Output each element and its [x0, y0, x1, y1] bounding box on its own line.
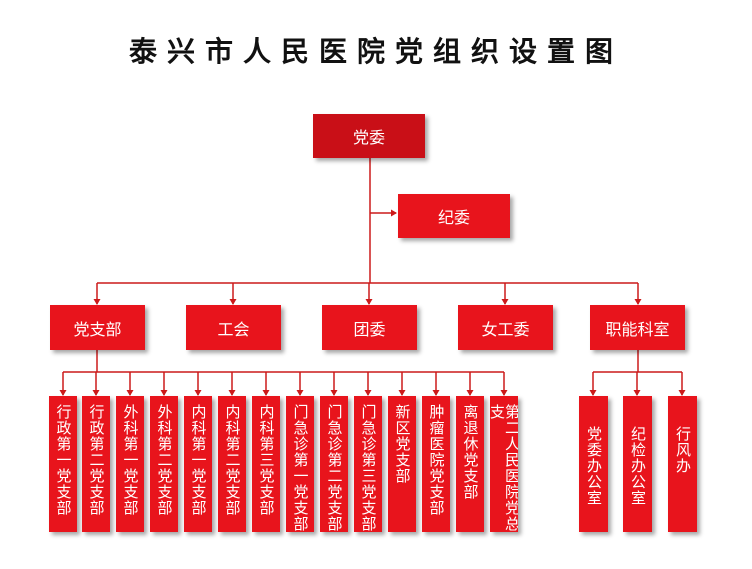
- branch-arrow: [126, 390, 134, 396]
- branch-box: 内科第一党支部: [184, 396, 212, 532]
- level2-arrow: [229, 299, 237, 305]
- office-box: 行风办: [668, 396, 697, 532]
- office-box: 纪检办公室: [623, 396, 652, 532]
- level2-arrow: [93, 299, 101, 305]
- branch-arrow: [432, 390, 440, 396]
- level2-trade-union-box: 工会: [186, 305, 281, 350]
- branch-arrow: [500, 390, 508, 396]
- level2-party-branch-box: 党支部: [50, 305, 145, 350]
- office-box: 党委办公室: [579, 396, 608, 532]
- branch-box: 肿瘤医院党支部: [422, 396, 450, 532]
- branch-arrow: [92, 390, 100, 396]
- branch-box: 第二人民医院党总支: [490, 396, 518, 532]
- branch-arrow: [364, 390, 372, 396]
- branch-box: 行政第二党支部: [82, 396, 110, 532]
- level2-women-committee-box: 女工委: [458, 305, 553, 350]
- branch-box: 离退休党支部: [456, 396, 484, 532]
- party-committee-box: 党委: [313, 114, 425, 158]
- discipline-arrow: [391, 209, 397, 217]
- branch-arrow: [330, 390, 338, 396]
- branch-arrow: [296, 390, 304, 396]
- branch-arrow: [59, 390, 67, 396]
- branch-arrow: [262, 390, 270, 396]
- level2-arrow: [501, 299, 509, 305]
- branch-box: 新区党支部: [388, 396, 416, 532]
- branch-box: 行政第一党支部: [49, 396, 77, 532]
- branch-box: 外科第一党支部: [116, 396, 144, 532]
- branch-box: 内科第三党支部: [252, 396, 280, 532]
- branch-arrow: [228, 390, 236, 396]
- office-arrow: [633, 390, 641, 396]
- branch-arrow: [398, 390, 406, 396]
- office-arrow: [678, 390, 686, 396]
- level2-youth-league-box: 团委: [322, 305, 417, 350]
- branch-arrow: [466, 390, 474, 396]
- branch-box: 门急诊第三党支部: [354, 396, 382, 532]
- level2-functional-depts-box: 职能科室: [590, 305, 685, 350]
- branch-arrow: [160, 390, 168, 396]
- level2-arrow: [634, 299, 642, 305]
- chart-title: 泰兴市人民医院党组织设置图: [128, 35, 623, 68]
- office-arrow: [589, 390, 597, 396]
- branch-box: 门急诊第二党支部: [320, 396, 348, 532]
- branch-box: 外科第二党支部: [150, 396, 178, 532]
- branch-box: 内科第二党支部: [218, 396, 246, 532]
- branch-arrow: [194, 390, 202, 396]
- level2-arrow: [365, 299, 373, 305]
- discipline-committee-box: 纪委: [398, 194, 510, 238]
- branch-box: 门急诊第一党支部: [286, 396, 314, 532]
